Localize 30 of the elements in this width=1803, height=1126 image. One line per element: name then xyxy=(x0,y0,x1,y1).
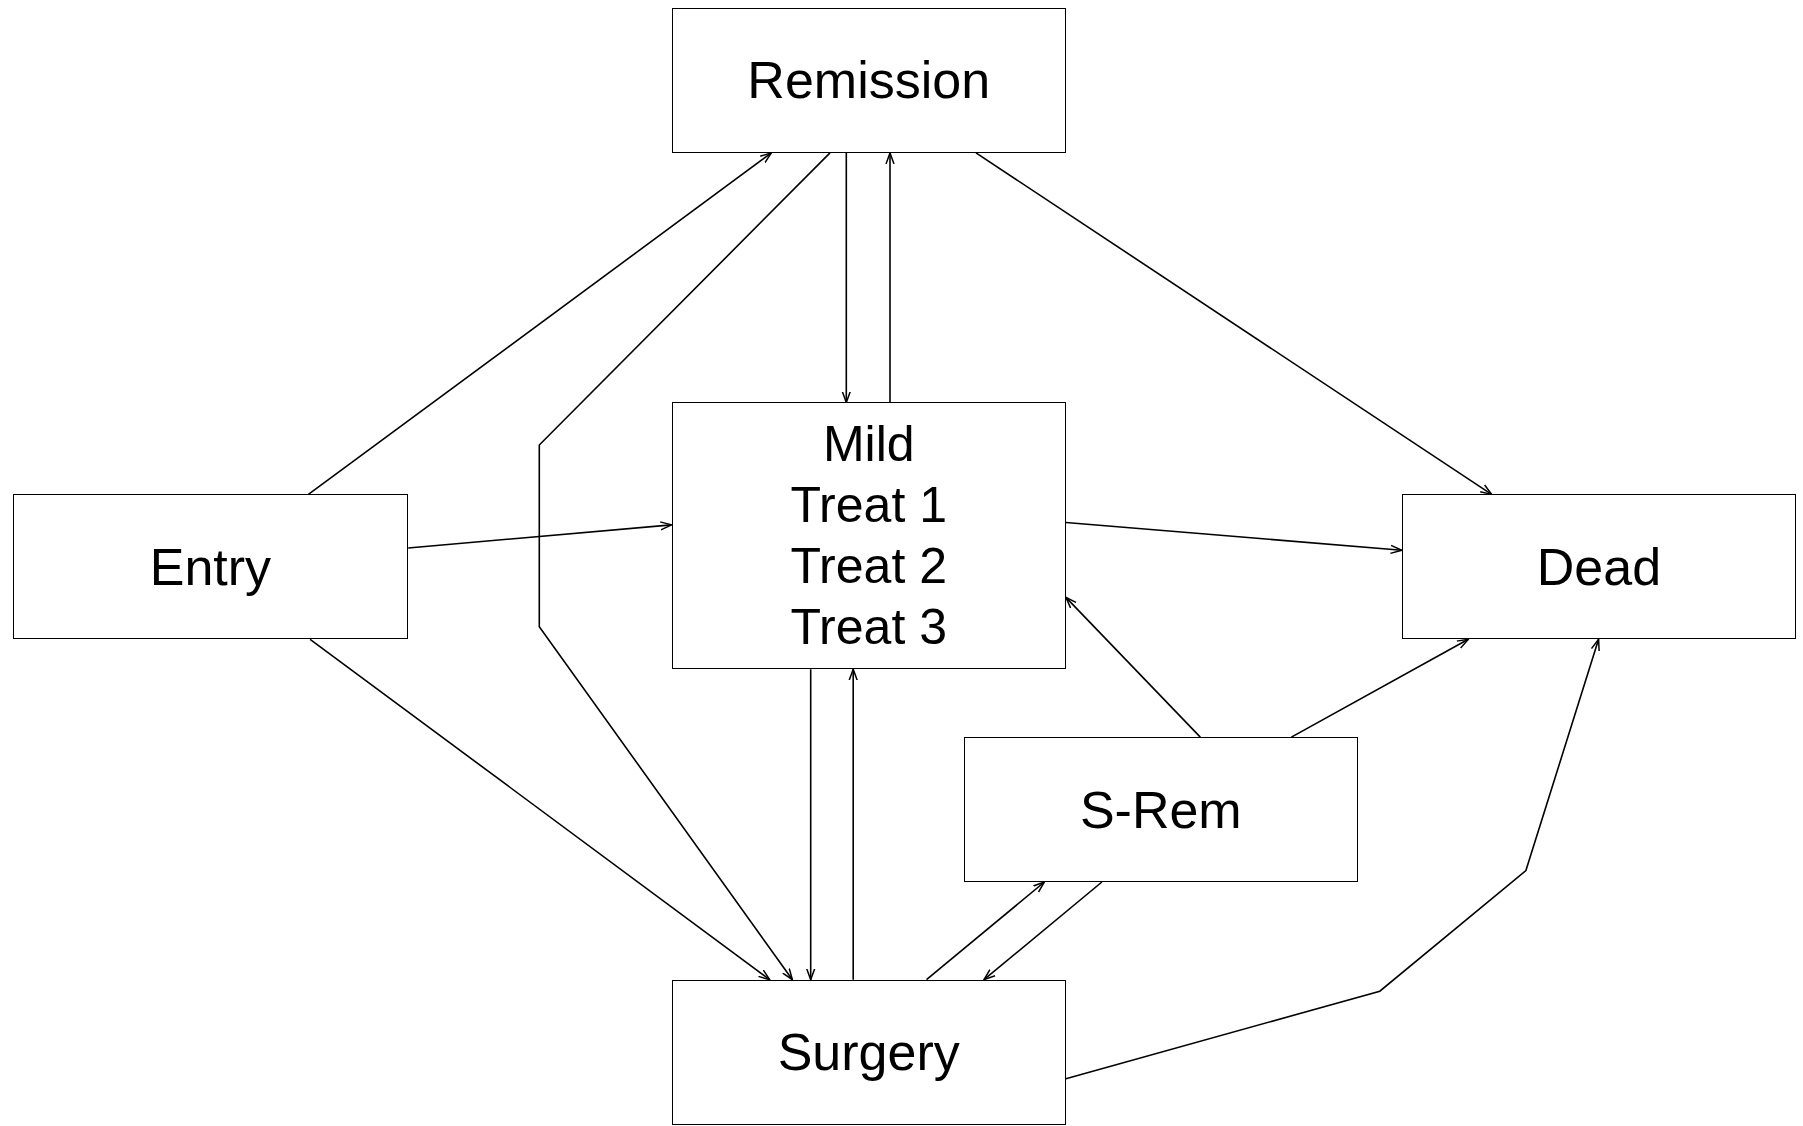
arrow xyxy=(307,152,773,496)
arrow xyxy=(407,521,673,549)
arrow xyxy=(1065,638,1600,1080)
state-box xyxy=(1401,494,1797,640)
arrow xyxy=(805,668,816,981)
state-box xyxy=(671,402,1066,670)
arrow xyxy=(538,152,831,981)
state-label: Dead xyxy=(1536,536,1662,597)
state-label: Surgery xyxy=(777,1022,960,1083)
state-box xyxy=(963,737,1358,882)
arrow xyxy=(975,152,1493,496)
state-label: Entry xyxy=(149,536,272,597)
arrow xyxy=(309,638,771,981)
state-label: Treat 1 xyxy=(790,475,947,535)
state-box xyxy=(671,8,1066,153)
state-label: Treat 2 xyxy=(790,536,947,596)
state-box xyxy=(671,979,1066,1125)
arrow xyxy=(841,152,852,404)
state-label: S-Rem xyxy=(1079,779,1242,840)
arrow xyxy=(848,668,858,981)
arrow xyxy=(1065,521,1403,555)
state-label: Remission xyxy=(747,50,991,111)
arrow xyxy=(983,881,1103,981)
arrow xyxy=(1290,638,1470,738)
arrow xyxy=(925,881,1046,981)
state-box xyxy=(12,494,409,640)
state-label: Treat 3 xyxy=(790,597,947,657)
arrow xyxy=(1065,596,1202,738)
state-label: Mild xyxy=(822,414,915,474)
arrow xyxy=(885,152,895,404)
